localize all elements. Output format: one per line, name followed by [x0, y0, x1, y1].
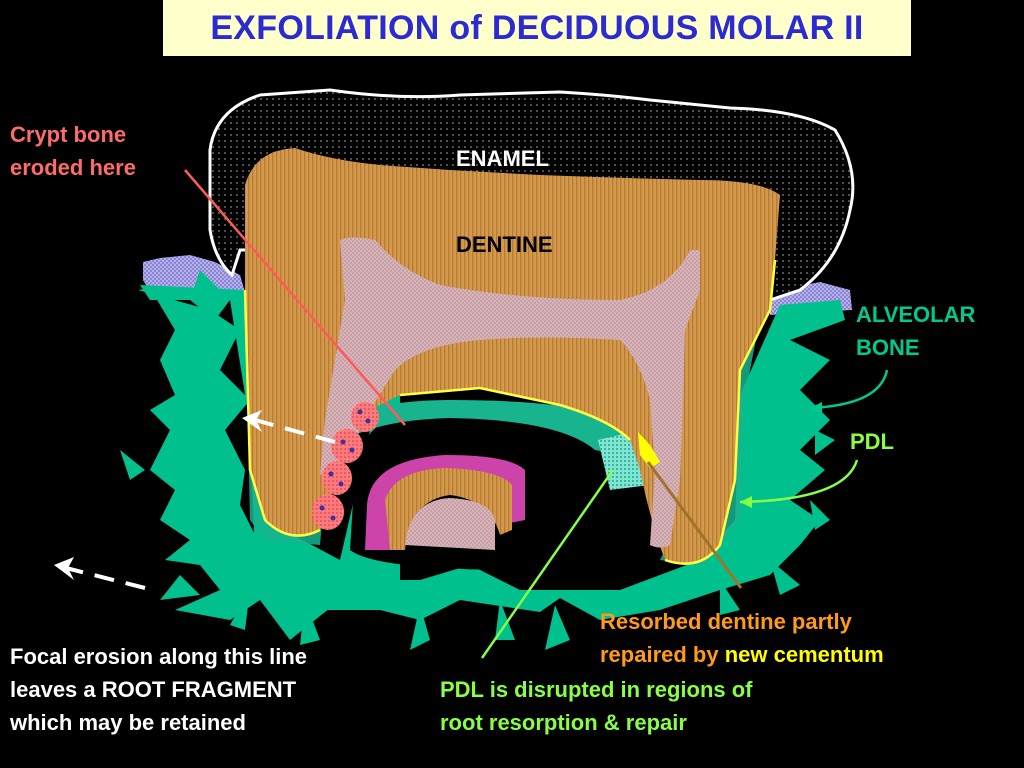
alveolar-pointer-line	[809, 369, 889, 410]
osteoclast-cells	[312, 402, 379, 530]
arrow-dashed-white-lower	[54, 557, 146, 590]
enamel-label: ENAMEL	[456, 146, 549, 171]
new-cementum-text: new cementum	[724, 642, 884, 667]
pulp	[320, 237, 700, 548]
successor-tooth-germ	[365, 455, 525, 550]
alveolar-bone-label-line2: BONE	[856, 335, 920, 360]
cementum-pointer-line	[646, 461, 743, 589]
pdl-pointer-line	[739, 459, 859, 504]
resorbed-dentine-line1: Resorbed dentine partly	[600, 609, 852, 634]
repaired-by-text: repaired by	[600, 642, 719, 667]
alveolar-bone-label: ALVEOLAR BONE	[856, 298, 975, 364]
page-title: EXFOLIATION of DECIDUOUS MOLAR II	[210, 8, 864, 47]
crypt-pointer-line	[184, 169, 406, 426]
dentine-label: DENTINE	[456, 232, 553, 257]
focal-erosion-line1: Focal erosion along this line	[10, 644, 308, 669]
crypt-bone-label: Crypt bone eroded here	[10, 118, 136, 184]
resorbed-dentine-label: Resorbed dentine partly repaired by new …	[600, 605, 884, 671]
alveolar-bone	[120, 270, 845, 650]
pdl-disrupted-label: PDL is disrupted in regions of root reso…	[440, 673, 753, 739]
pdl-disrupted-line2: root resorption & repair	[440, 710, 687, 735]
crypt-bone-label-line1: Crypt bone	[10, 122, 127, 147]
new-cementum	[638, 432, 660, 468]
pdl-disrupted-pointer-line	[480, 469, 615, 659]
focal-erosion-line3: which may be retained	[10, 710, 246, 735]
pdl-disrupted-line1: PDL is disrupted in regions of	[440, 677, 753, 702]
resorbed-dentine-line2: repaired by new cementum	[600, 638, 884, 671]
title-banner: EXFOLIATION of DECIDUOUS MOLAR II	[163, 0, 911, 56]
focal-erosion-label: Focal erosion along this line leaves a R…	[10, 640, 307, 739]
alveolar-bone-label-line1: ALVEOLAR	[856, 302, 976, 327]
pdl-label: PDL	[850, 429, 894, 454]
crypt-bone-label-line2: eroded here	[10, 155, 136, 180]
focal-erosion-line2: leaves a ROOT FRAGMENT	[10, 677, 297, 702]
arrow-dashed-white-upper	[242, 410, 336, 444]
